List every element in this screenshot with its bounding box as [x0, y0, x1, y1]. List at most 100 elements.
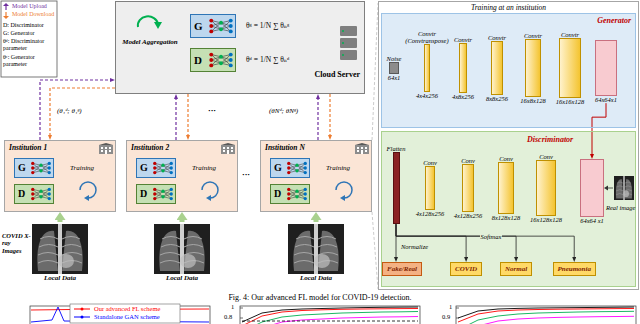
class-label: COVID: [455, 265, 477, 273]
conv-layer: Conv16x128x128: [527, 153, 565, 223]
discriminator-box: D: [136, 184, 176, 204]
cloud-art: [342, 54, 344, 56]
institution-box: Institution 2GD: [126, 140, 238, 212]
layer-name: Convtr: [524, 32, 542, 39]
institution-art: [99, 143, 113, 154]
image-slot: [32, 222, 88, 274]
cloud-art: [342, 42, 344, 44]
layer-block: [389, 62, 399, 74]
layer-size: 16x128x128: [530, 216, 562, 223]
training-label: Training: [326, 164, 350, 172]
class-output: Fake/Real: [382, 262, 422, 276]
cloud-art: [190, 48, 236, 72]
institution-art: [221, 143, 235, 154]
layer-block: [462, 164, 474, 212]
connector: [314, 220, 319, 222]
legend-text: Standalone GAN scheme: [94, 313, 160, 320]
box-label: Discriminator: [527, 135, 573, 144]
data-caption: COVID X-ray Images: [2, 232, 31, 254]
chart-art: [30, 304, 636, 324]
axis-tick: 1: [231, 303, 234, 310]
class-label: Normal: [505, 265, 527, 273]
panel-art: [604, 186, 608, 191]
layer-block: [525, 39, 541, 97]
legend-sample: [74, 316, 90, 319]
layer-block: [393, 152, 400, 224]
chart-art: [70, 304, 180, 323]
panel-art: [608, 188, 613, 189]
connector: [592, 103, 606, 154]
layer-block: [536, 160, 556, 216]
layer-size: 16x8x128: [520, 97, 545, 104]
layer-name: Convtr: [454, 36, 472, 43]
institution-art: [126, 140, 238, 212]
image-slot: [154, 222, 210, 274]
layer-size: 4x128x256: [454, 212, 483, 219]
legend-sample: [3, 12, 9, 19]
cloud-art: [342, 30, 344, 32]
generated-image: 64x64x1: [589, 40, 623, 103]
layer-block: [424, 44, 430, 92]
connector: [50, 88, 115, 135]
panel-art: [381, 13, 636, 128]
institution-art: [153, 188, 173, 200]
institution-art: [136, 158, 176, 178]
generator-band: GeneratorNoise64x1Convtr (Convtranspose)…: [381, 13, 636, 128]
aggregation-label: Model Aggregation: [120, 38, 180, 46]
box-label: Institution N: [265, 144, 305, 153]
input-image: 64x64 x1: [575, 159, 609, 224]
panel-art: [614, 176, 634, 200]
training-label: Training: [192, 164, 216, 172]
legend-sample: [74, 317, 90, 318]
layer-block: [498, 162, 514, 214]
panel-art: [378, 1, 639, 290]
institution-art: [270, 158, 310, 178]
box-label: Cloud Server: [314, 70, 360, 79]
box-label: D: [274, 188, 281, 200]
generator-box: G: [14, 158, 54, 178]
legend-text: Our advanced FL scheme: [94, 305, 160, 312]
chart-art: [240, 308, 243, 309]
institution-art: [14, 158, 54, 178]
institution-art: [206, 195, 211, 201]
local-data: Local Data: [286, 222, 346, 282]
box-label: G: [194, 20, 203, 33]
box-label: G: [274, 162, 282, 174]
layer-block: [580, 159, 604, 217]
institution-art: [153, 162, 173, 174]
institution-art: [287, 162, 307, 174]
institution-art: [4, 140, 372, 212]
chart-art: [458, 316, 634, 324]
connector: [58, 220, 63, 222]
edge-label: (θNᵈ; θNᵍ): [268, 107, 299, 115]
cloud-art: [154, 22, 162, 29]
box-label: Training at an institution: [379, 4, 638, 13]
class-output: Pneumonia: [553, 262, 596, 276]
cloud-art: [138, 16, 158, 27]
chart-art: [240, 306, 420, 324]
institution-art: [270, 184, 310, 204]
legend-sample: [3, 3, 9, 6]
box-label: Generator: [597, 16, 631, 25]
local-data: Local Data: [30, 222, 90, 282]
generator-box: G: [190, 14, 236, 38]
edge-label: Softmax: [480, 233, 503, 240]
layer-size: 4x8x256: [452, 93, 474, 100]
chart-art: [242, 317, 418, 324]
chart-art: [242, 309, 418, 324]
xray-images: [154, 224, 210, 274]
xray-images: [32, 224, 344, 274]
box-label: D: [18, 188, 25, 200]
connector: [175, 99, 176, 140]
axis-tick: 1: [449, 303, 452, 310]
conv-layer: Conv4x128x256: [412, 159, 448, 217]
cloud-art: [340, 50, 357, 60]
institution-art: [340, 195, 345, 201]
layer-size: 4x128x256: [416, 210, 445, 217]
input-label: Real image: [606, 204, 635, 211]
discriminator-box: D: [14, 184, 54, 204]
connector: [329, 94, 330, 135]
class-output: COVID: [450, 262, 482, 276]
axis-tick: 0.8: [224, 313, 232, 320]
abbreviation: G: Generator: [3, 30, 56, 37]
